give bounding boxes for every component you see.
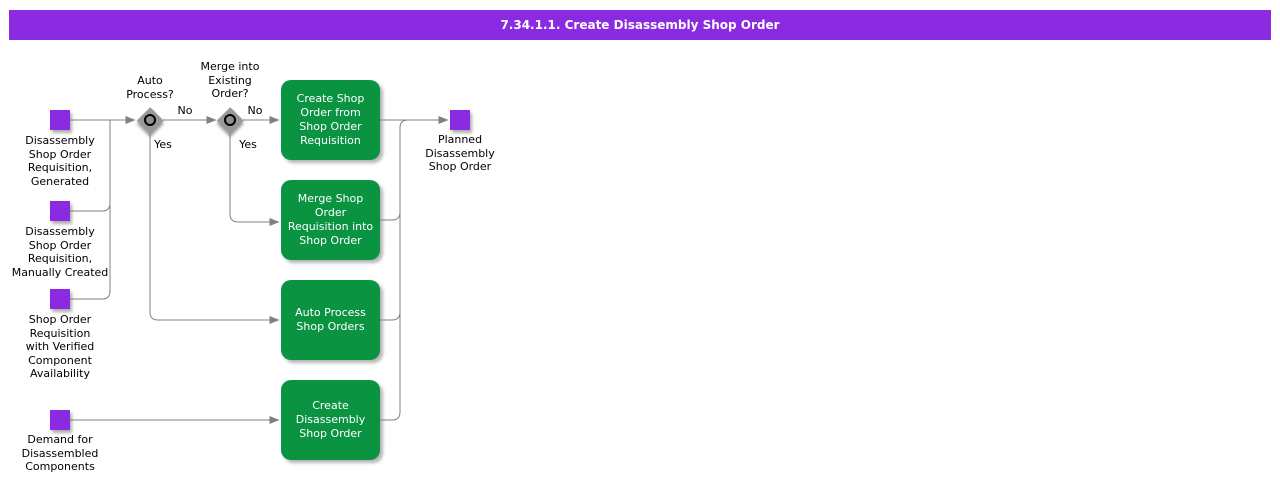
decision-label-auto-process: Auto Process? <box>126 74 174 101</box>
decision-diamond-circle-icon <box>144 114 156 126</box>
input-node-demand-for-disassembled-components[interactable] <box>50 410 70 430</box>
process-box-auto-process-shop-orders[interactable]: Auto Process Shop Orders <box>281 280 380 360</box>
edge-label-yes: Yes <box>239 138 257 151</box>
process-box-create-disassembly-shop-order[interactable]: Create Disassembly Shop Order <box>281 380 380 460</box>
edge-label-no: No <box>177 104 193 117</box>
input-node-disassembly-shop-order-requisition-manually-created[interactable] <box>50 201 70 221</box>
diagram-title-bar: 7.34.1.1. Create Disassembly Shop Order <box>9 10 1271 40</box>
input-node-label: Shop Order Requisition with Verified Com… <box>25 313 95 380</box>
edge-label-yes: Yes <box>154 138 172 151</box>
input-node-label: Disassembly Shop Order Requisition, Gene… <box>25 134 95 188</box>
input-node-label: Demand for Disassembled Components <box>21 433 99 473</box>
output-node-label: Planned Disassembly Shop Order <box>425 133 495 173</box>
decision-diamond-circle-icon <box>224 114 236 126</box>
input-node-disassembly-shop-order-requisition-generated[interactable] <box>50 110 70 130</box>
process-box-create-shop-order-from-shop-order-requisition[interactable]: Create Shop Order from Shop Order Requis… <box>281 80 380 160</box>
edge-label-no: No <box>247 104 263 117</box>
process-box-merge-shop-order-requisition-into-shop-order[interactable]: Merge Shop Order Requisition into Shop O… <box>281 180 380 260</box>
input-node-shop-order-requisition-verified-availability[interactable] <box>50 289 70 309</box>
input-node-label: Disassembly Shop Order Requisition, Manu… <box>11 225 109 279</box>
decision-label-merge-into-existing-order: Merge into Existing Order? <box>200 60 260 100</box>
diagram-title: 7.34.1.1. Create Disassembly Shop Order <box>500 18 780 32</box>
output-node-planned-disassembly-shop-order[interactable] <box>450 110 470 130</box>
